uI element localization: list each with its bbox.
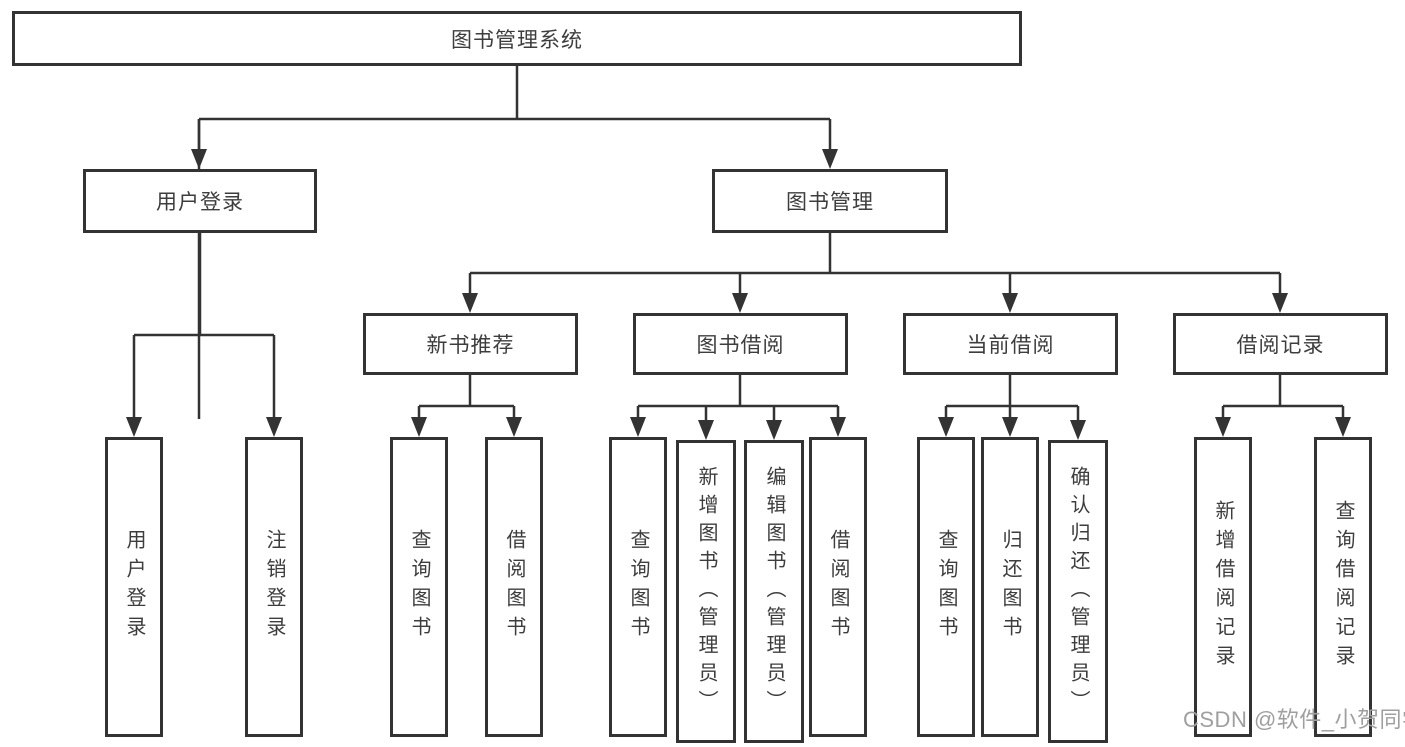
leaf-current-query-books-label: 查询图书 bbox=[935, 529, 957, 645]
node-user-login: 用户登录 bbox=[83, 169, 317, 233]
leaf-add-borrow-record-label: 新增借阅记录 bbox=[1212, 500, 1234, 674]
node-current-borrow: 当前借阅 bbox=[903, 313, 1118, 375]
node-book-management-label: 图书管理 bbox=[786, 191, 874, 214]
leaf-borrow-books-label: 借阅图书 bbox=[827, 529, 849, 645]
leaf-confirm-return-admin: 确认归还（管理员） bbox=[1048, 440, 1108, 743]
leaf-recommend-borrow-books: 借阅图书 bbox=[485, 437, 543, 737]
node-borrow-records: 借阅记录 bbox=[1173, 313, 1388, 375]
node-root-system: 图书管理系统 bbox=[12, 11, 1022, 66]
node-new-book-recommend: 新书推荐 bbox=[363, 313, 578, 375]
node-borrow-records-label: 借阅记录 bbox=[1236, 334, 1325, 357]
leaf-edit-books-admin-label: 编辑图书（管理员） bbox=[763, 465, 785, 718]
leaf-query-borrow-record: 查询借阅记录 bbox=[1314, 437, 1372, 737]
node-user-login-label: 用户登录 bbox=[156, 191, 244, 214]
leaf-add-borrow-record: 新增借阅记录 bbox=[1194, 437, 1252, 737]
leaf-user-login: 用户登录 bbox=[105, 437, 163, 737]
node-book-borrow-label: 图书借阅 bbox=[696, 334, 785, 357]
leaf-borrow-query-books-label: 查询图书 bbox=[627, 529, 649, 645]
leaf-borrow-books: 借阅图书 bbox=[809, 437, 867, 737]
leaf-return-books: 归还图书 bbox=[981, 437, 1039, 737]
leaf-recommend-query-books-label: 查询图书 bbox=[408, 529, 430, 645]
leaf-user-login-label: 用户登录 bbox=[123, 529, 145, 645]
node-book-management: 图书管理 bbox=[712, 169, 948, 233]
leaf-add-books-admin: 新增图书（管理员） bbox=[676, 440, 736, 743]
leaf-return-books-label: 归还图书 bbox=[999, 529, 1021, 645]
leaf-borrow-query-books: 查询图书 bbox=[609, 437, 667, 737]
leaf-query-borrow-record-label: 查询借阅记录 bbox=[1332, 500, 1354, 674]
leaf-confirm-return-admin-label: 确认归还（管理员） bbox=[1067, 465, 1089, 718]
node-root-label: 图书管理系统 bbox=[451, 28, 583, 52]
csdn-watermark: CSDN @软件_小贺同学 bbox=[1183, 707, 1405, 732]
node-current-borrow-label: 当前借阅 bbox=[966, 334, 1055, 357]
leaf-edit-books-admin: 编辑图书（管理员） bbox=[744, 440, 804, 743]
node-new-book-recommend-label: 新书推荐 bbox=[426, 334, 515, 357]
node-book-borrow: 图书借阅 bbox=[633, 313, 848, 375]
leaf-logout-label: 注销登录 bbox=[263, 529, 285, 645]
leaf-current-query-books: 查询图书 bbox=[917, 437, 975, 737]
leaf-recommend-query-books: 查询图书 bbox=[390, 437, 448, 737]
leaf-logout: 注销登录 bbox=[245, 437, 303, 737]
leaf-add-books-admin-label: 新增图书（管理员） bbox=[695, 465, 717, 718]
leaf-recommend-borrow-books-label: 借阅图书 bbox=[503, 529, 525, 645]
